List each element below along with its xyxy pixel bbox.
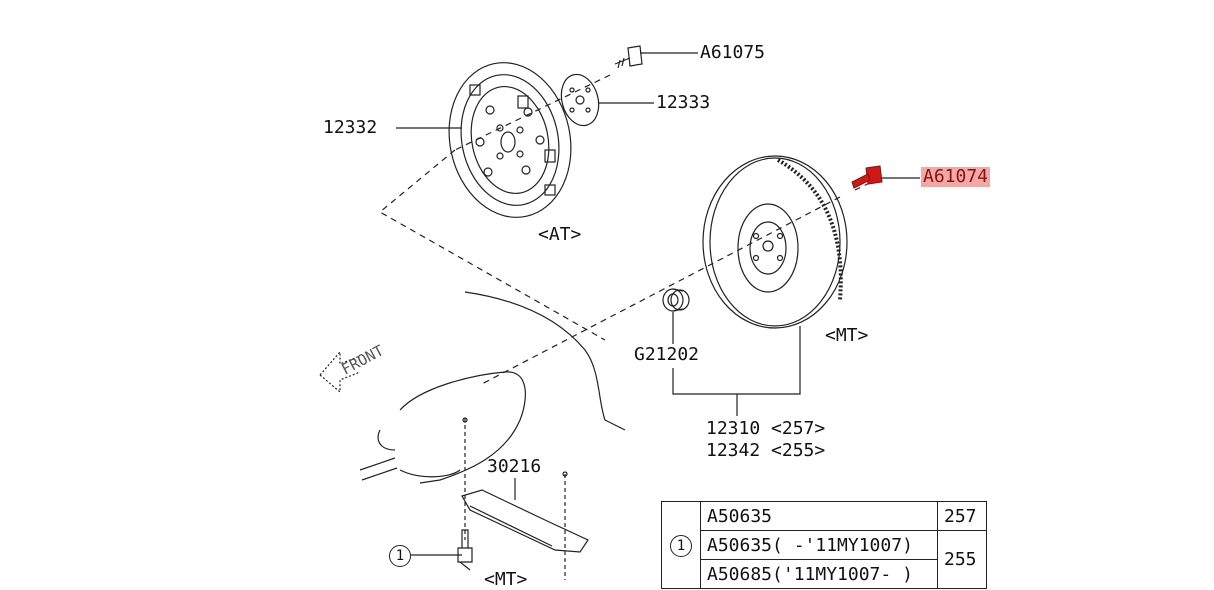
label-12342: 12342 <255> (706, 440, 826, 461)
bolt-circle-ref (457, 529, 473, 571)
label-at: <AT> (538, 224, 582, 245)
label-mt-bottom: <MT> (484, 569, 528, 590)
table-cell-code: 257 (937, 501, 987, 531)
bracket-12310 (672, 326, 801, 416)
cover-plate (461, 417, 589, 580)
front-arrow (319, 350, 361, 394)
table-ref-cell: 1 (661, 501, 701, 589)
label-mt: <MT> (825, 325, 869, 346)
label-a61074[interactable]: A61074 (921, 166, 991, 187)
label-g21202: G21202 (634, 344, 700, 365)
assembly-axis-dash (378, 74, 881, 386)
table-ref-circle: 1 (670, 534, 692, 557)
table-row: A50635( -'11MY1007) 255 (662, 530, 987, 589)
spacer-plate (560, 73, 600, 127)
transmission-outline (359, 291, 626, 484)
label-a61075: A61075 (700, 42, 766, 63)
label-12332: 12332 (323, 117, 378, 138)
bolt-a61075 (614, 45, 643, 69)
circle-ref-label: 1 (389, 545, 411, 567)
pilot-bearing (662, 288, 690, 312)
label-12333: 12333 (656, 92, 711, 113)
table-row: 1 A50635 257 (661, 501, 987, 589)
label-12310: 12310 <257> (706, 418, 826, 439)
bolt-a61074-highlighted (851, 165, 883, 189)
table-cell-code: 255 (937, 530, 987, 589)
flywheel-mt (702, 155, 848, 329)
table-cell-part: A50635 (700, 501, 938, 531)
label-30216: 30216 (487, 456, 542, 477)
table-cell-part: A50635( -'11MY1007) (700, 530, 938, 560)
parts-table: 1 A50635 257 A50635( -'11MY1007) 255 A50… (661, 501, 987, 589)
drive-plate-at (448, 62, 572, 218)
table-cell-part: A50685('11MY1007- ) (700, 559, 938, 589)
